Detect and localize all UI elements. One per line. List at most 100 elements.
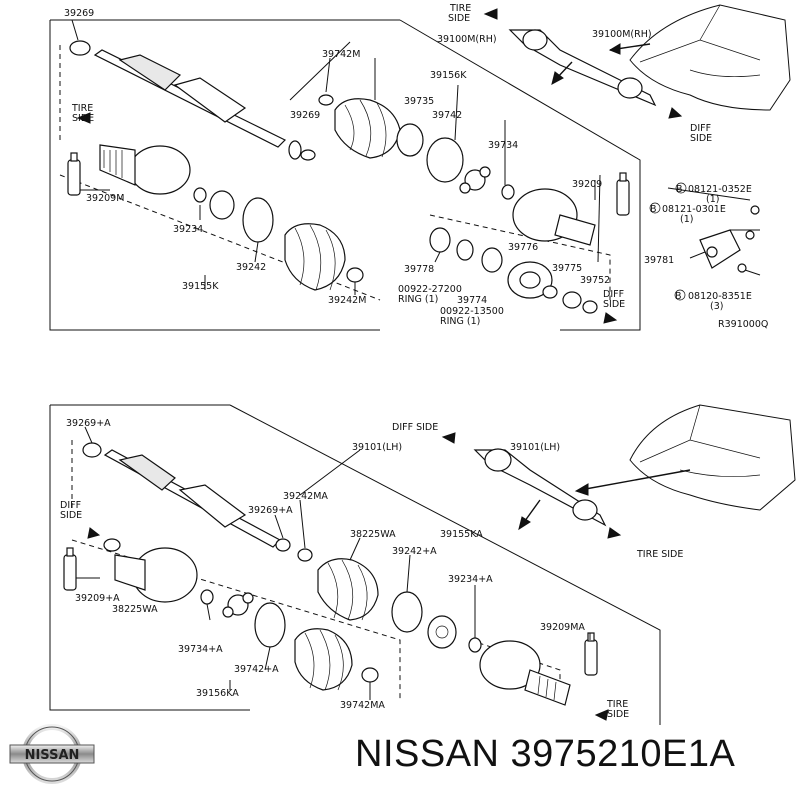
label-39742m: 39742M	[322, 49, 360, 60]
tire-side-1-top: TIRE	[449, 3, 471, 14]
label-39242: 39242	[236, 262, 266, 273]
bottom-clip-39242ma	[297, 548, 313, 562]
label-qty-1-b: (1)	[680, 214, 693, 225]
label-00922-27200: 00922-27200	[398, 284, 462, 295]
label-39734a: 39734+A	[178, 644, 223, 655]
bolt-b-3: B	[675, 291, 682, 302]
bottom-clip-39234a	[468, 637, 482, 653]
label-39778: 39778	[404, 264, 434, 275]
top-outer-joint	[99, 144, 191, 195]
top-ring-27200	[456, 239, 474, 261]
bottom-inner-housing	[114, 547, 198, 603]
top-drive-shaft	[69, 40, 302, 160]
label-qty-3: (3)	[710, 301, 723, 312]
top-ring-39778	[429, 227, 451, 253]
bottom-clip-39742ma	[361, 667, 379, 683]
tire-side-b-top: TIRE	[606, 699, 628, 710]
label-ring-1-a: RING (1)	[398, 294, 438, 305]
label-39776: 39776	[508, 242, 538, 253]
top-boot-inner	[284, 223, 346, 291]
label-39269a-clip: 39269+A	[248, 505, 293, 516]
bottom-grease-tube-39209ma	[584, 632, 598, 676]
top-ring-39242	[242, 197, 274, 243]
top-bolt-marker-2	[649, 202, 661, 214]
label-39269: 39269	[64, 8, 94, 19]
label-ref-r391000q: R391000Q	[718, 319, 768, 330]
bottom-car-silhouette	[629, 404, 796, 511]
label-08120-8351e: 08120-8351E	[688, 291, 752, 302]
label-39234: 39234	[173, 224, 203, 235]
bottom-arrow-tire-1	[607, 527, 622, 539]
label-39775: 39775	[552, 263, 582, 274]
top-clip-39752	[582, 300, 598, 314]
bottom-frame-left	[49, 405, 250, 711]
logo-wordmark: NISSAN	[25, 748, 80, 763]
label-39242a: 39242+A	[392, 546, 437, 557]
bottom-ring-39242a	[391, 591, 423, 633]
bottom-arrow-diff-1	[441, 432, 456, 444]
nissan-logo: NISSAN	[9, 724, 95, 784]
bottom-boot-outer	[317, 558, 379, 621]
top-ring-39735	[396, 123, 424, 157]
top-frame-right	[399, 19, 641, 331]
top-tripod	[459, 166, 491, 194]
top-clip-39234	[193, 187, 207, 203]
top-clip-39242m	[346, 267, 364, 283]
bottom-clip-39269a	[275, 538, 291, 552]
bottom-arrow-head-2	[518, 516, 531, 531]
top-bracket-39781	[699, 205, 761, 276]
top-car-silhouette	[629, 4, 791, 111]
bottom-frame-right	[229, 404, 661, 725]
top-grease-tube-39209	[616, 172, 630, 216]
top-clip-39742m	[318, 94, 334, 106]
diff-side-1-top: DIFF	[690, 123, 711, 134]
label-39101-lh-overview: 39101(LH)	[510, 442, 560, 453]
top-arrow-head-2	[551, 71, 564, 85]
top-exploded-diagram: 39269 39100M(RH) 39100M(RH) 39742M 39156…	[49, 3, 791, 331]
label-39742ma: 39742MA	[340, 700, 385, 711]
bottom-ring-39742a	[254, 602, 286, 648]
label-38225wa: 38225WA	[350, 529, 396, 540]
top-arrow-diff-2	[603, 312, 618, 324]
label-39269-clip: 39269	[290, 110, 320, 121]
bolt-b-1: B	[676, 184, 683, 195]
label-39209a: 39209+A	[75, 593, 120, 604]
label-38225wa-b: 38225WA	[112, 604, 158, 615]
label-39742: 39742	[432, 110, 462, 121]
label-39155ka: 39155KA	[440, 529, 483, 540]
top-frame-left	[49, 20, 380, 331]
bottom-cage	[427, 615, 457, 649]
label-39101-lh: 39101(LH)	[352, 442, 402, 453]
label-39100m-rh: 39100M(RH)	[437, 34, 497, 45]
part-number-title: NISSAN 3975210E1A	[355, 733, 736, 775]
label-39242ma: 39242MA	[283, 491, 328, 502]
top-bearing	[507, 261, 553, 299]
top-arrow-tire-1	[483, 8, 498, 20]
top-boot-outer	[334, 98, 401, 159]
bottom-clip-39734a	[200, 589, 214, 605]
top-ring-39742	[426, 137, 464, 183]
label-39734: 39734	[488, 140, 518, 151]
label-39234a: 39234+A	[448, 574, 493, 585]
bottom-exploded-diagram: 39269+A 39101(LH) 39101(LH) 39242MA 3926…	[49, 404, 796, 725]
label-39155k: 39155K	[182, 281, 219, 292]
label-39752: 39752	[580, 275, 610, 286]
bottom-drive-shaft	[82, 442, 281, 548]
tire-side-a: TIRE SIDE	[636, 549, 683, 560]
tire-side-1-bottom: SIDE	[448, 13, 470, 24]
tire-side-2-top: TIRE	[71, 103, 93, 114]
top-arrow-tire-2	[76, 112, 91, 124]
label-39269a: 39269+A	[66, 418, 111, 429]
diff-side-2-top: DIFF	[603, 289, 624, 300]
bottom-tripod	[222, 592, 254, 618]
bottom-guide-2	[71, 539, 401, 700]
bottom-arrow-tire-2	[594, 709, 609, 721]
label-39100m-rh-overview: 39100M(RH)	[592, 29, 652, 40]
diff-side-1-bottom: SIDE	[690, 133, 712, 144]
diff-side-2-bottom: SIDE	[603, 299, 625, 310]
label-39781: 39781	[644, 255, 674, 266]
diff-side-b-bottom: SIDE	[60, 510, 82, 521]
top-bolt-marker-3	[674, 289, 686, 301]
top-leaders	[71, 19, 751, 295]
